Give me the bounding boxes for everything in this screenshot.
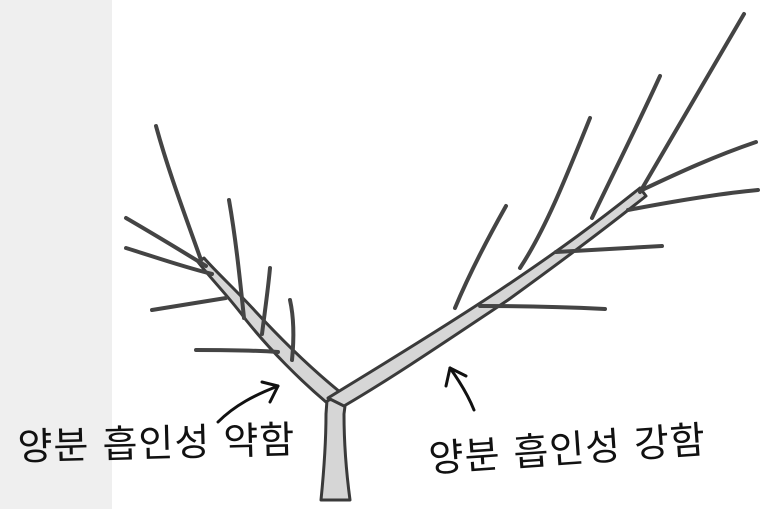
label-weak-nutrient-absorption: 양분 흡인성 약함 [17,421,296,466]
left-twig [196,350,278,352]
